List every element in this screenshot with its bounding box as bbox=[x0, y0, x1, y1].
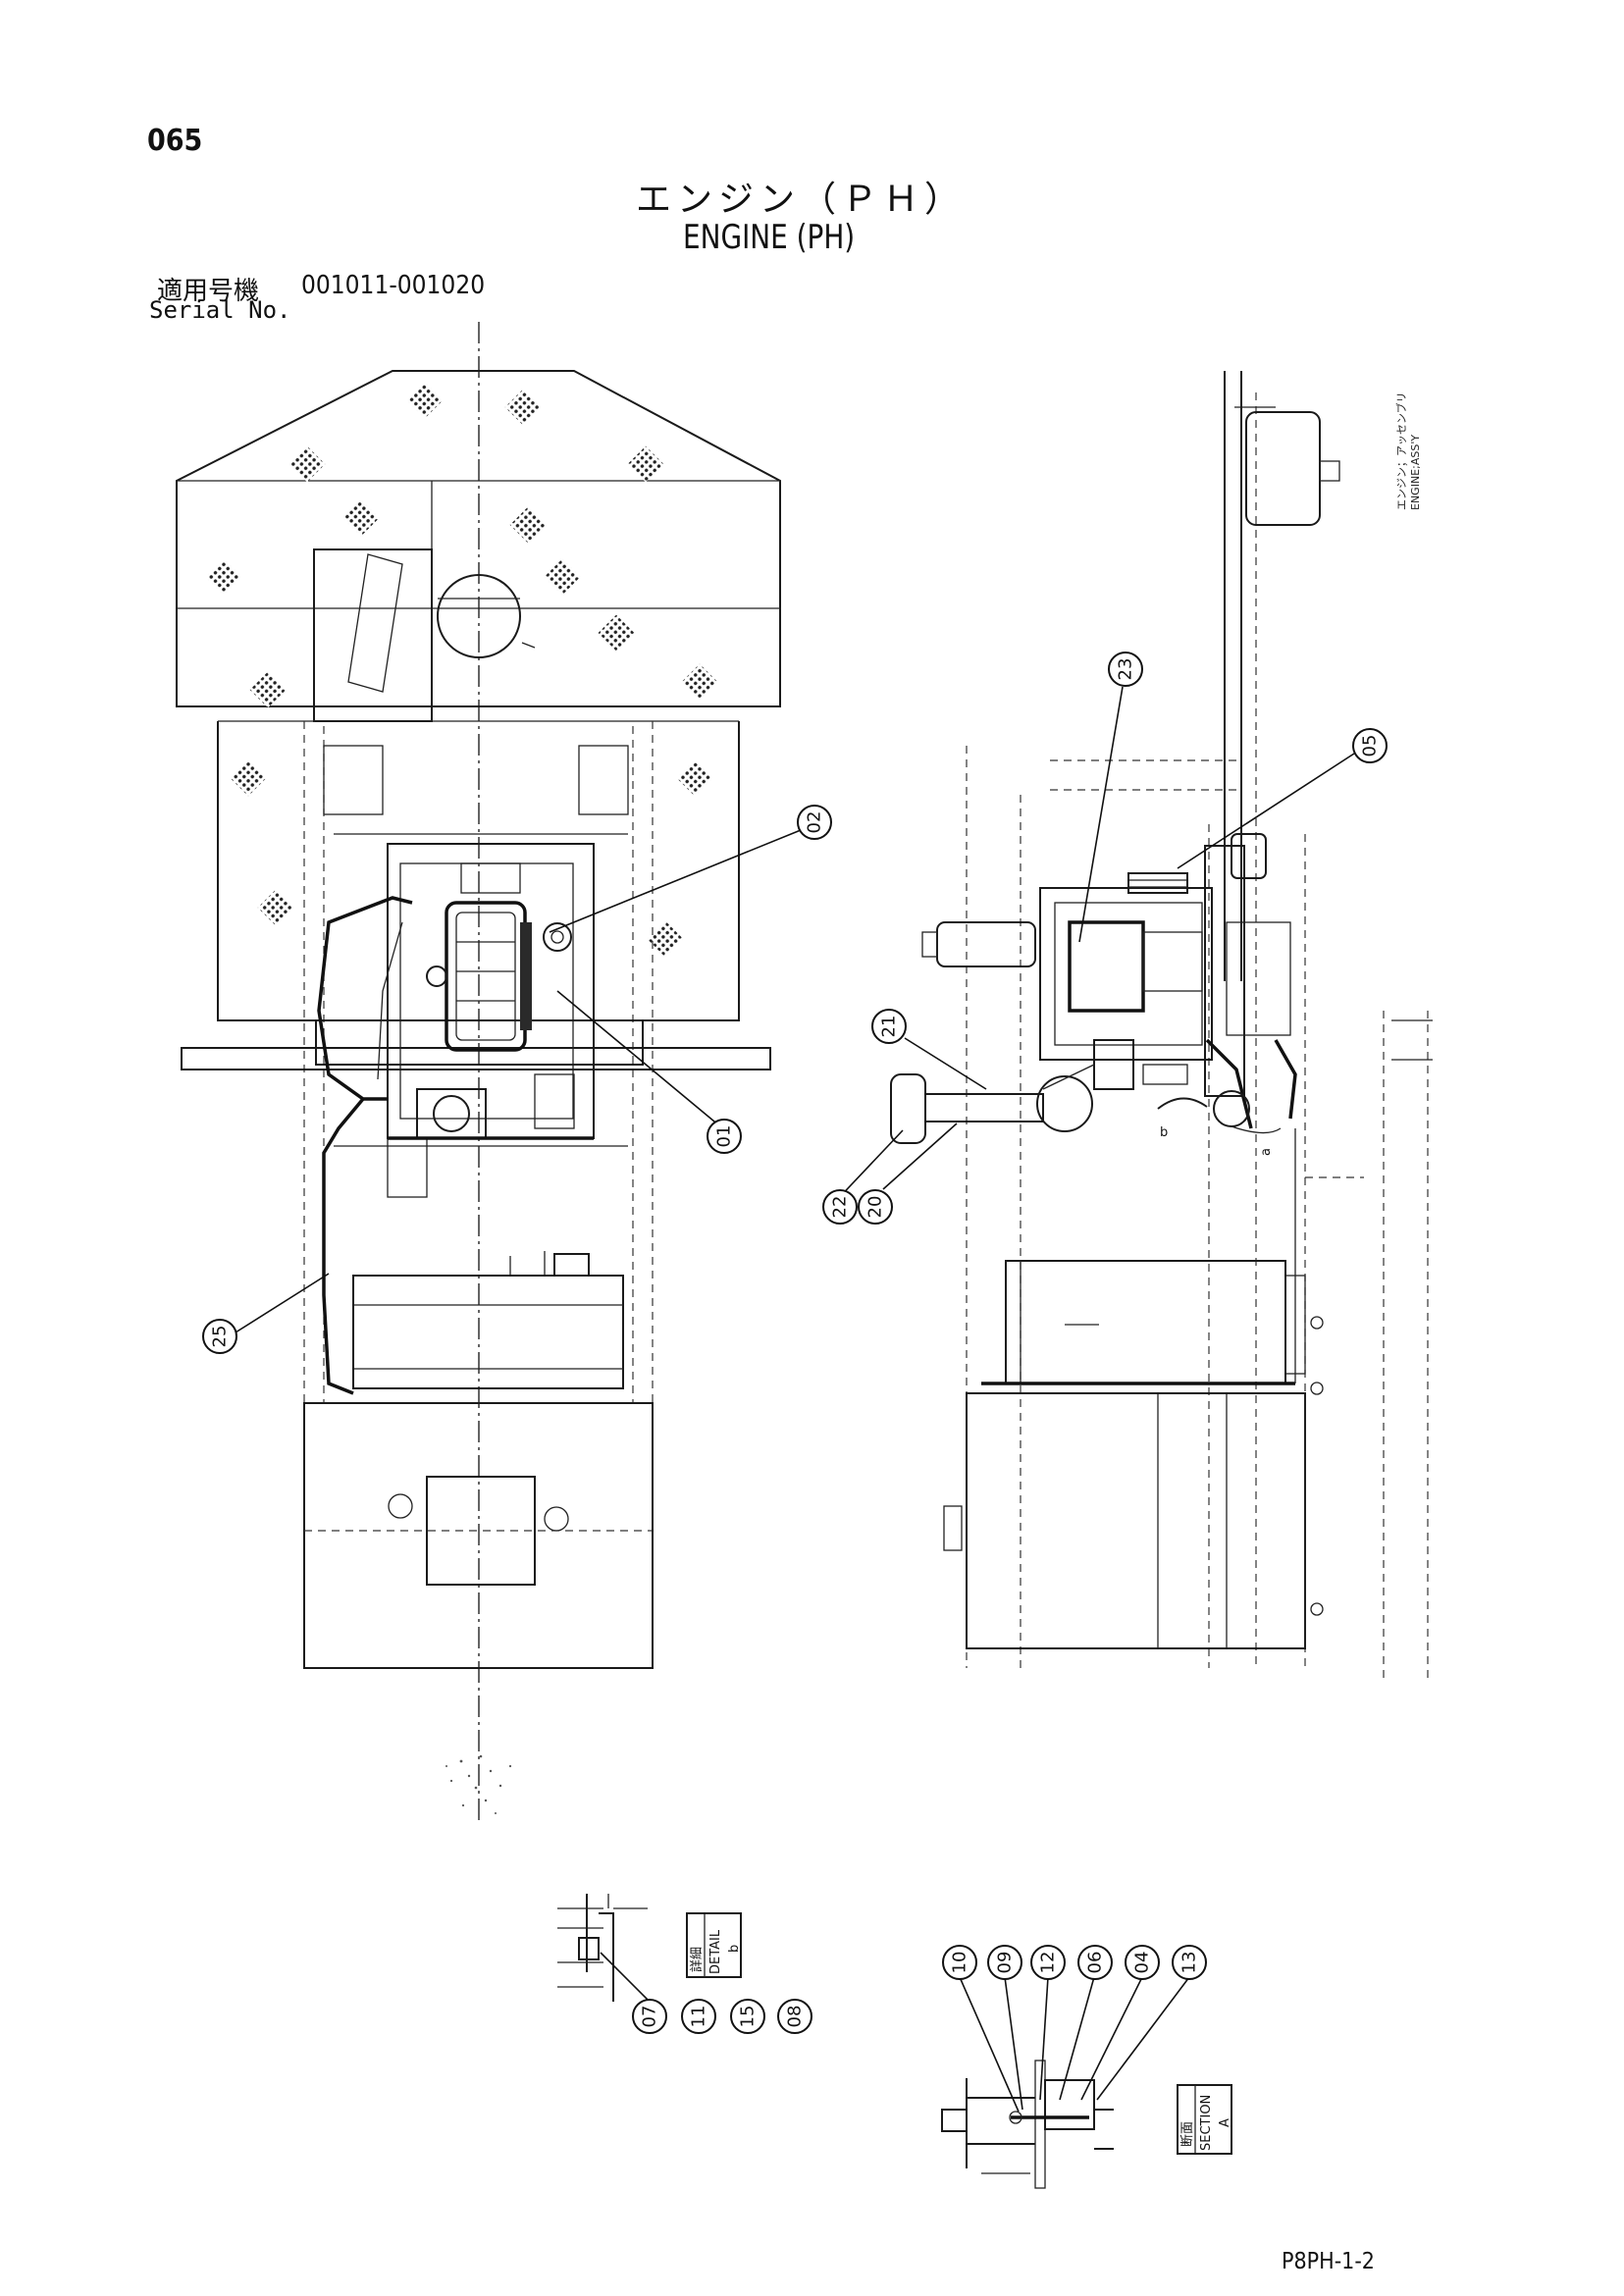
callout-20: 20 bbox=[858, 1189, 893, 1225]
callout-09: 09 bbox=[987, 1945, 1022, 1980]
drawing-code: P8PH-1-2 bbox=[1282, 2249, 1375, 2274]
serial-range: 001011-001020 bbox=[301, 271, 486, 300]
callout-22: 22 bbox=[822, 1189, 858, 1225]
callout-01: 01 bbox=[707, 1119, 742, 1154]
section-a-box: 断面 SECTION A bbox=[1177, 2084, 1232, 2155]
view-mark-b: b bbox=[1160, 1125, 1168, 1140]
engine-block-top bbox=[387, 843, 595, 1198]
callout-23: 23 bbox=[1108, 652, 1143, 687]
callout-05: 05 bbox=[1352, 728, 1388, 763]
callout-10: 10 bbox=[942, 1945, 977, 1980]
svg-text:09: 09 bbox=[995, 1952, 1016, 1974]
svg-text:A: A bbox=[1218, 2118, 1232, 2127]
svg-text:25: 25 bbox=[210, 1326, 231, 1348]
svg-text:13: 13 bbox=[1179, 1952, 1200, 1974]
hose-line-lower bbox=[322, 1097, 365, 1395]
assembly-label-jp: エンジン；アッセンブリ bbox=[1394, 391, 1408, 510]
side-view: b a エンジン；アッセンブリ ENGINE;ASS'Y bbox=[890, 371, 1433, 1678]
svg-text:DETAIL: DETAIL bbox=[708, 1929, 723, 1974]
callout-12: 12 bbox=[1030, 1945, 1066, 1980]
callout-04: 04 bbox=[1125, 1945, 1160, 1980]
serial-label-japanese: 適用号機 bbox=[157, 277, 260, 306]
svg-text:04: 04 bbox=[1132, 1952, 1153, 1974]
svg-text:20: 20 bbox=[865, 1196, 886, 1219]
svg-text:05: 05 bbox=[1360, 735, 1381, 757]
svg-text:21: 21 bbox=[879, 1016, 900, 1038]
svg-text:10: 10 bbox=[950, 1952, 970, 1974]
detail-b-view: 詳細 DETAIL b bbox=[557, 1894, 742, 2002]
svg-text:22: 22 bbox=[830, 1196, 851, 1219]
callout-21: 21 bbox=[871, 1009, 907, 1044]
lower-tank-side bbox=[966, 1392, 1306, 1649]
callout-02: 02 bbox=[797, 805, 832, 840]
top-view bbox=[176, 322, 781, 1825]
exhaust-cap bbox=[890, 1073, 926, 1144]
engine-block-side bbox=[1039, 833, 1291, 1097]
callout-13: 13 bbox=[1172, 1945, 1207, 1980]
muffler bbox=[352, 1275, 624, 1389]
svg-text:詳細: 詳細 bbox=[689, 1947, 705, 1972]
counterweight bbox=[1245, 411, 1321, 526]
fuel-tank bbox=[303, 1402, 654, 1669]
serial-label-english: Serial No. bbox=[149, 296, 291, 324]
mesh-panels bbox=[205, 382, 718, 958]
svg-text:SECTION: SECTION bbox=[1199, 2095, 1214, 2151]
svg-text:02: 02 bbox=[805, 811, 825, 834]
svg-text:15: 15 bbox=[738, 2006, 759, 2028]
callout-08: 08 bbox=[777, 1999, 812, 2034]
svg-text:07: 07 bbox=[640, 2006, 660, 2028]
callout-11: 11 bbox=[681, 1999, 716, 2034]
callout-25: 25 bbox=[202, 1319, 237, 1354]
page-number: 065 bbox=[147, 124, 203, 158]
callout-15: 15 bbox=[730, 1999, 765, 2034]
view-mark-a: a bbox=[1259, 1148, 1274, 1156]
svg-text:12: 12 bbox=[1038, 1952, 1059, 1974]
svg-text:断面: 断面 bbox=[1180, 2121, 1195, 2147]
svg-text:b: b bbox=[727, 1945, 742, 1953]
svg-text:23: 23 bbox=[1116, 658, 1136, 681]
assembly-label-en: ENGINE;ASS'Y bbox=[1409, 435, 1422, 510]
svg-text:11: 11 bbox=[689, 2006, 709, 2028]
side-tank bbox=[1005, 1260, 1286, 1384]
section-a-view: 断面 SECTION A bbox=[941, 2060, 1232, 2189]
svg-text:01: 01 bbox=[714, 1125, 735, 1148]
callout-07: 07 bbox=[632, 1999, 667, 2034]
svg-text:08: 08 bbox=[785, 2006, 806, 2028]
title-japanese: エンジン（ＰＨ） bbox=[636, 180, 967, 220]
title-english: ENGINE (PH) bbox=[683, 218, 856, 257]
detail-b-box: 詳細 DETAIL b bbox=[686, 1912, 742, 1978]
svg-text:06: 06 bbox=[1085, 1952, 1106, 1974]
callout-06: 06 bbox=[1077, 1945, 1113, 1980]
